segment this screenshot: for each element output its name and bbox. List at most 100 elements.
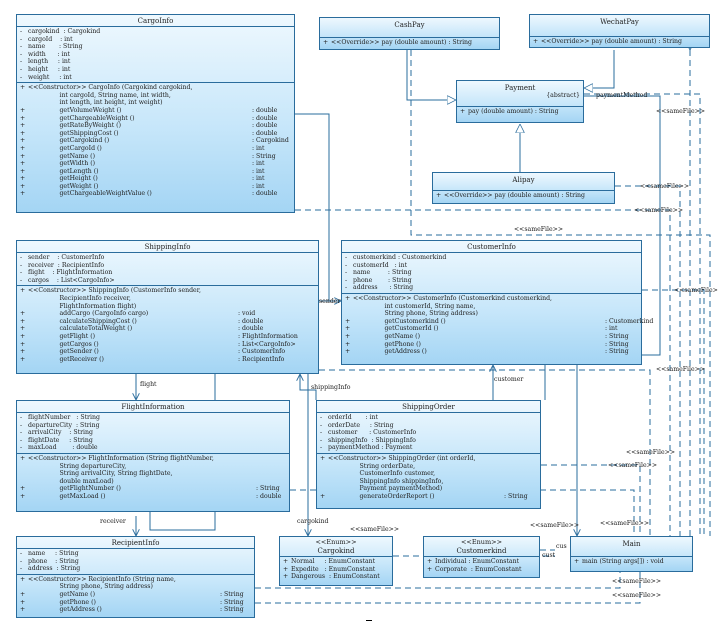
operation-return-type: : String <box>605 340 629 348</box>
operation-row: +<<Override>> pay (double amount) : Stri… <box>436 192 611 200</box>
operation-signature: getFlightNumber () <box>28 485 121 493</box>
main-cashpay-dep <box>410 50 711 536</box>
operations-section: +main (String args[]) : void <box>571 557 692 567</box>
operation-signature: getMaxLoad () <box>28 492 106 500</box>
attribute-text: phone : String <box>28 557 79 565</box>
attribute-row: -paymentMethod : Payment <box>320 444 537 452</box>
attribute-row: -address : String <box>20 565 251 573</box>
operation-signature: addCargo (CargoInfo cargo) <box>28 310 149 318</box>
main-recipient-dep <box>255 572 641 604</box>
visibility-marker: + <box>20 152 26 160</box>
visibility-marker: + <box>20 137 26 145</box>
visibility-marker: + <box>20 114 26 122</box>
class-title: Payment <box>457 81 583 107</box>
operation-return-type: : int <box>252 182 265 190</box>
operation-row: + getVolumeWeight (): double <box>20 107 291 115</box>
visibility-marker: + <box>20 310 26 318</box>
operation-row: +<<Constructor>> ShippingOrder (int orde… <box>320 455 537 493</box>
visibility-marker: + <box>345 317 351 325</box>
label-same-file: <<sameFile>> <box>640 183 690 190</box>
operation-return-type: : double <box>252 106 278 114</box>
operation-row: + getName (): String <box>345 333 638 341</box>
class-shipping-order[interactable]: ShippingOrder -orderId : int-orderDate :… <box>316 400 541 509</box>
class-payment[interactable]: Payment {abstract} +pay (double amount) … <box>456 80 584 123</box>
class-wechat-pay[interactable]: WechatPay +<<Override>> pay (double amou… <box>529 14 710 48</box>
attribute-text: length : int <box>28 58 71 66</box>
visibility-marker: + <box>20 575 26 583</box>
operation-return-type: : double <box>252 122 278 130</box>
class-main[interactable]: Main +main (String args[]) : void <box>570 536 693 572</box>
operation-row: + getShippingCost (): double <box>20 130 291 138</box>
visibility-marker: + <box>20 454 26 462</box>
class-flight-information[interactable]: FlightInformation -flightNumber : String… <box>16 400 290 512</box>
visibility-marker: + <box>20 317 26 325</box>
visibility-marker: + <box>427 558 433 565</box>
operation-return-type: : double <box>238 325 264 333</box>
visibility-marker: - <box>345 269 348 277</box>
cashpay-generalization <box>406 50 456 100</box>
visibility-marker: - <box>320 444 323 452</box>
label-shipping-info: shippingInfo <box>311 384 351 391</box>
enum-cargokind[interactable]: <<Enum>> Cargokind +Normal : EnumConstan… <box>279 536 393 586</box>
attribute-row: -phone : String <box>20 558 251 566</box>
operation-row: +<<Constructor>> CargoInfo (Cargokind ca… <box>20 84 291 107</box>
operation-return-type: : String <box>220 598 244 606</box>
operation-signature: getWeight () <box>28 182 99 190</box>
operation-return-type: : int <box>252 167 265 175</box>
visibility-marker: + <box>20 175 26 183</box>
operation-return-type: : String <box>220 606 244 614</box>
attribute-row: -flightDate : String <box>20 437 286 445</box>
attribute-row: -height : int <box>20 66 291 74</box>
operation-return-type: : FlightInformation <box>238 332 298 340</box>
operation-row: + getCargoId (): int <box>20 145 291 153</box>
attribute-row: -customerkind : Customerkind <box>345 254 638 262</box>
operation-signature: <<Constructor>> ShippingInfo (CustomerIn… <box>28 287 201 310</box>
class-shipping-info[interactable]: ShippingInfo -sender : CustomerInfo-rece… <box>16 240 319 374</box>
attribute-row: -departureCity : String <box>20 422 286 430</box>
operation-signature: <<Constructor>> RecipientInfo (String na… <box>28 575 176 591</box>
operation-signature: main (String args[]) : void <box>582 558 664 565</box>
main-extra-dep <box>255 572 621 589</box>
main-shippinginfo-dep <box>319 369 651 536</box>
operation-row: + getCargos (): List<CargoInfo> <box>20 341 315 349</box>
enum-stereotype: <<Enum>> <box>315 538 357 546</box>
visibility-marker: + <box>345 294 351 302</box>
enum-customerkind[interactable]: <<Enum>> Customerkind +Individual : Enum… <box>423 536 540 578</box>
visibility-marker: - <box>345 261 348 269</box>
operation-return-type: : void <box>238 310 256 318</box>
attribute-row: -phone : String <box>345 277 638 285</box>
class-title: CashPay <box>320 18 499 38</box>
attribute-text: Individual : EnumConstant <box>435 558 520 565</box>
operation-row: + getFlight (): FlightInformation <box>20 333 315 341</box>
visibility-marker: + <box>345 340 351 348</box>
visibility-marker: - <box>320 414 323 421</box>
visibility-marker: - <box>345 254 348 261</box>
class-cargo-info[interactable]: CargoInfo -cargokind : Cargokind-cargoId… <box>16 14 295 213</box>
main-payment-dep <box>584 93 701 536</box>
visibility-marker: + <box>20 160 26 168</box>
operations-section: +<<Override>> pay (double amount) : Stri… <box>433 191 614 201</box>
main-cargoinfo-dep <box>295 209 671 536</box>
operation-return-type: : double <box>252 114 278 122</box>
attribute-row: -flightNumber : String <box>20 414 286 422</box>
attribute-text: orderDate : String <box>328 421 394 429</box>
operation-row: + getChargeableWeightValue (): double <box>20 190 291 198</box>
operation-signature: getLength () <box>28 167 99 175</box>
attribute-text: flight : FlightInformation <box>28 269 113 277</box>
attribute-row: -name : String <box>345 269 638 277</box>
operation-signature: getName () <box>353 332 421 340</box>
class-title: ShippingInfo <box>17 241 318 253</box>
class-customer-info[interactable]: CustomerInfo -customerkind : Customerkin… <box>341 240 653 365</box>
attribute-row: +Normal : EnumConstant <box>283 558 389 566</box>
operation-row: + getWidth (): int <box>20 160 291 168</box>
operation-row: +<<Override>> pay (double amount) : Stri… <box>533 38 706 46</box>
operation-signature: getChargeableWeightValue () <box>28 190 152 198</box>
operations-section: +<<Override>> pay (double amount) : Stri… <box>530 37 709 47</box>
attribute-row: -cargos : List<CargoInfo> <box>20 277 315 285</box>
attribute-row: +Expedite : EnumConstant <box>283 566 389 574</box>
class-alipay[interactable]: Alipay +<<Override>> pay (double amount)… <box>432 172 615 204</box>
class-cash-pay[interactable]: CashPay +<<Override>> pay (double amount… <box>319 17 500 50</box>
operation-row: +<<Constructor>> ShippingInfo (CustomerI… <box>20 287 315 310</box>
class-recipient-info[interactable]: RecipientInfo -name : String-phone : Str… <box>16 536 255 618</box>
operation-signature: <<Constructor>> FlightInformation (Strin… <box>28 454 214 485</box>
